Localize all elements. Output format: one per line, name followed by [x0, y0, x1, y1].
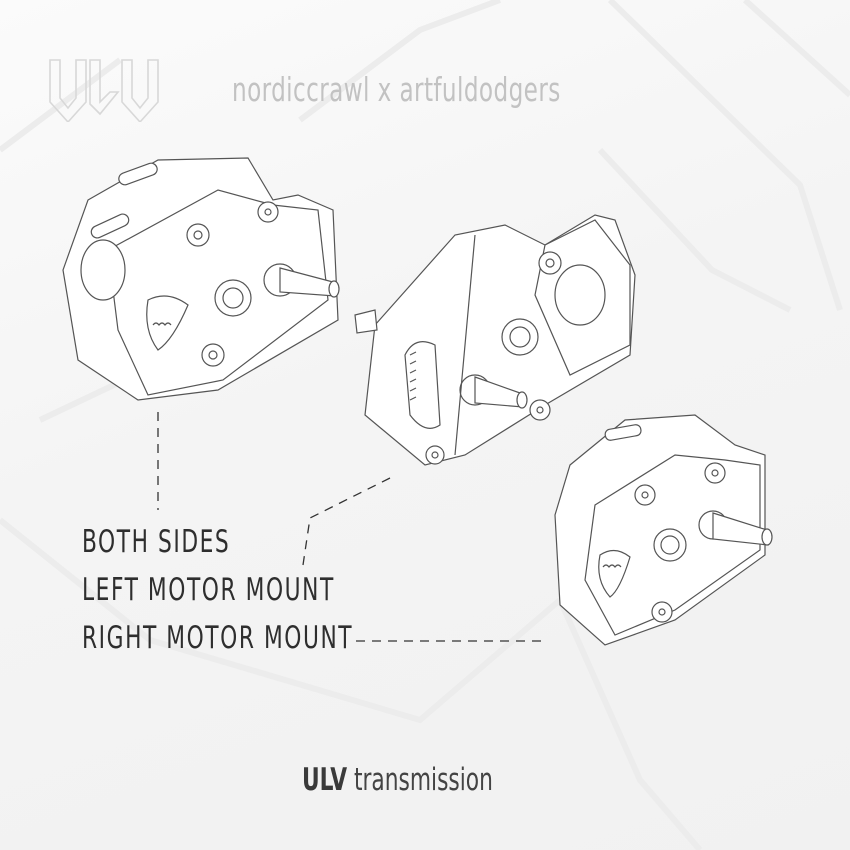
label-left-motor-mount: LEFT MOTOR MOUNT [82, 572, 335, 608]
label-right-motor-mount: RIGHT MOTOR MOUNT [82, 620, 354, 656]
product-title-rest: transmission [347, 762, 493, 798]
transmission-left-motor-mount-illustration [354, 214, 636, 466]
product-title: ULV transmission [302, 762, 493, 798]
brand-collab-title: nordiccrawl x artfuldodgers [232, 70, 561, 109]
transmission-right-motor-mount-illustration [554, 414, 773, 646]
callout-labels: BOTH SIDES LEFT MOTOR MOUNT RIGHT MOTOR … [82, 522, 430, 666]
label-both-sides: BOTH SIDES [82, 524, 231, 560]
transmission-both-sides-illustration [62, 157, 340, 401]
product-title-bold: ULV [302, 762, 348, 798]
ulv-logo-icon [49, 59, 159, 122]
